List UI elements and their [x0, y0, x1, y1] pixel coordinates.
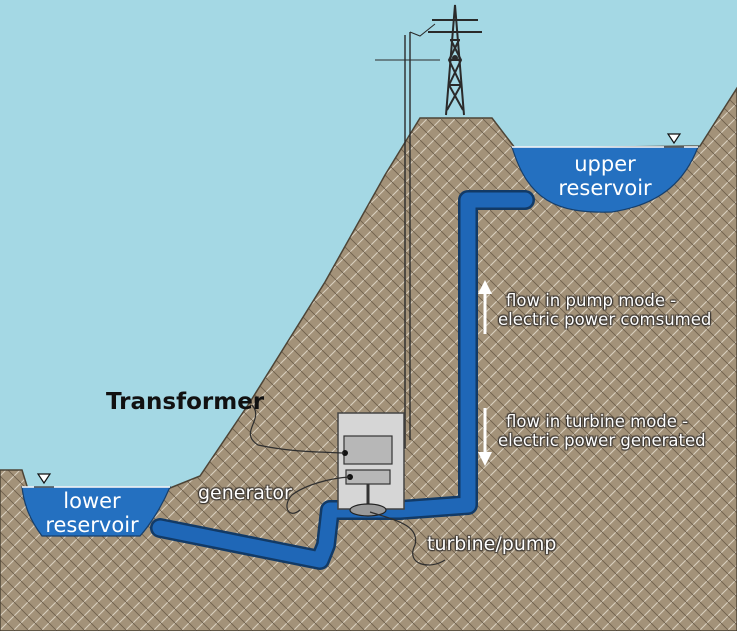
turbine-icon [349, 503, 387, 517]
lower-reservoir-label: lower reservoir [45, 489, 139, 537]
turbine-leader [369, 511, 446, 566]
generator-label: generator [198, 482, 292, 504]
upper-reservoir-water [511, 146, 699, 213]
turbine-pump-label: turbine/pump [427, 533, 557, 555]
transformer-box [343, 435, 393, 465]
transformer-leader [249, 404, 345, 454]
generator-leader [286, 476, 351, 514]
arrow-up-icon [478, 280, 492, 334]
upper-level-marker [666, 133, 682, 145]
upper-reservoir-label: upper reservoir [558, 152, 652, 200]
arrow-down-icon [478, 408, 492, 466]
lower-level-marker [36, 473, 52, 485]
lower-reservoir-water [21, 486, 171, 537]
transformer-label: Transformer [106, 389, 265, 415]
pylon-icon [409, 4, 482, 116]
pump-mode-label: flow in pump mode - electric power comsu… [498, 291, 712, 329]
turbine-mode-label: flow in turbine mode - electric power ge… [498, 412, 706, 450]
